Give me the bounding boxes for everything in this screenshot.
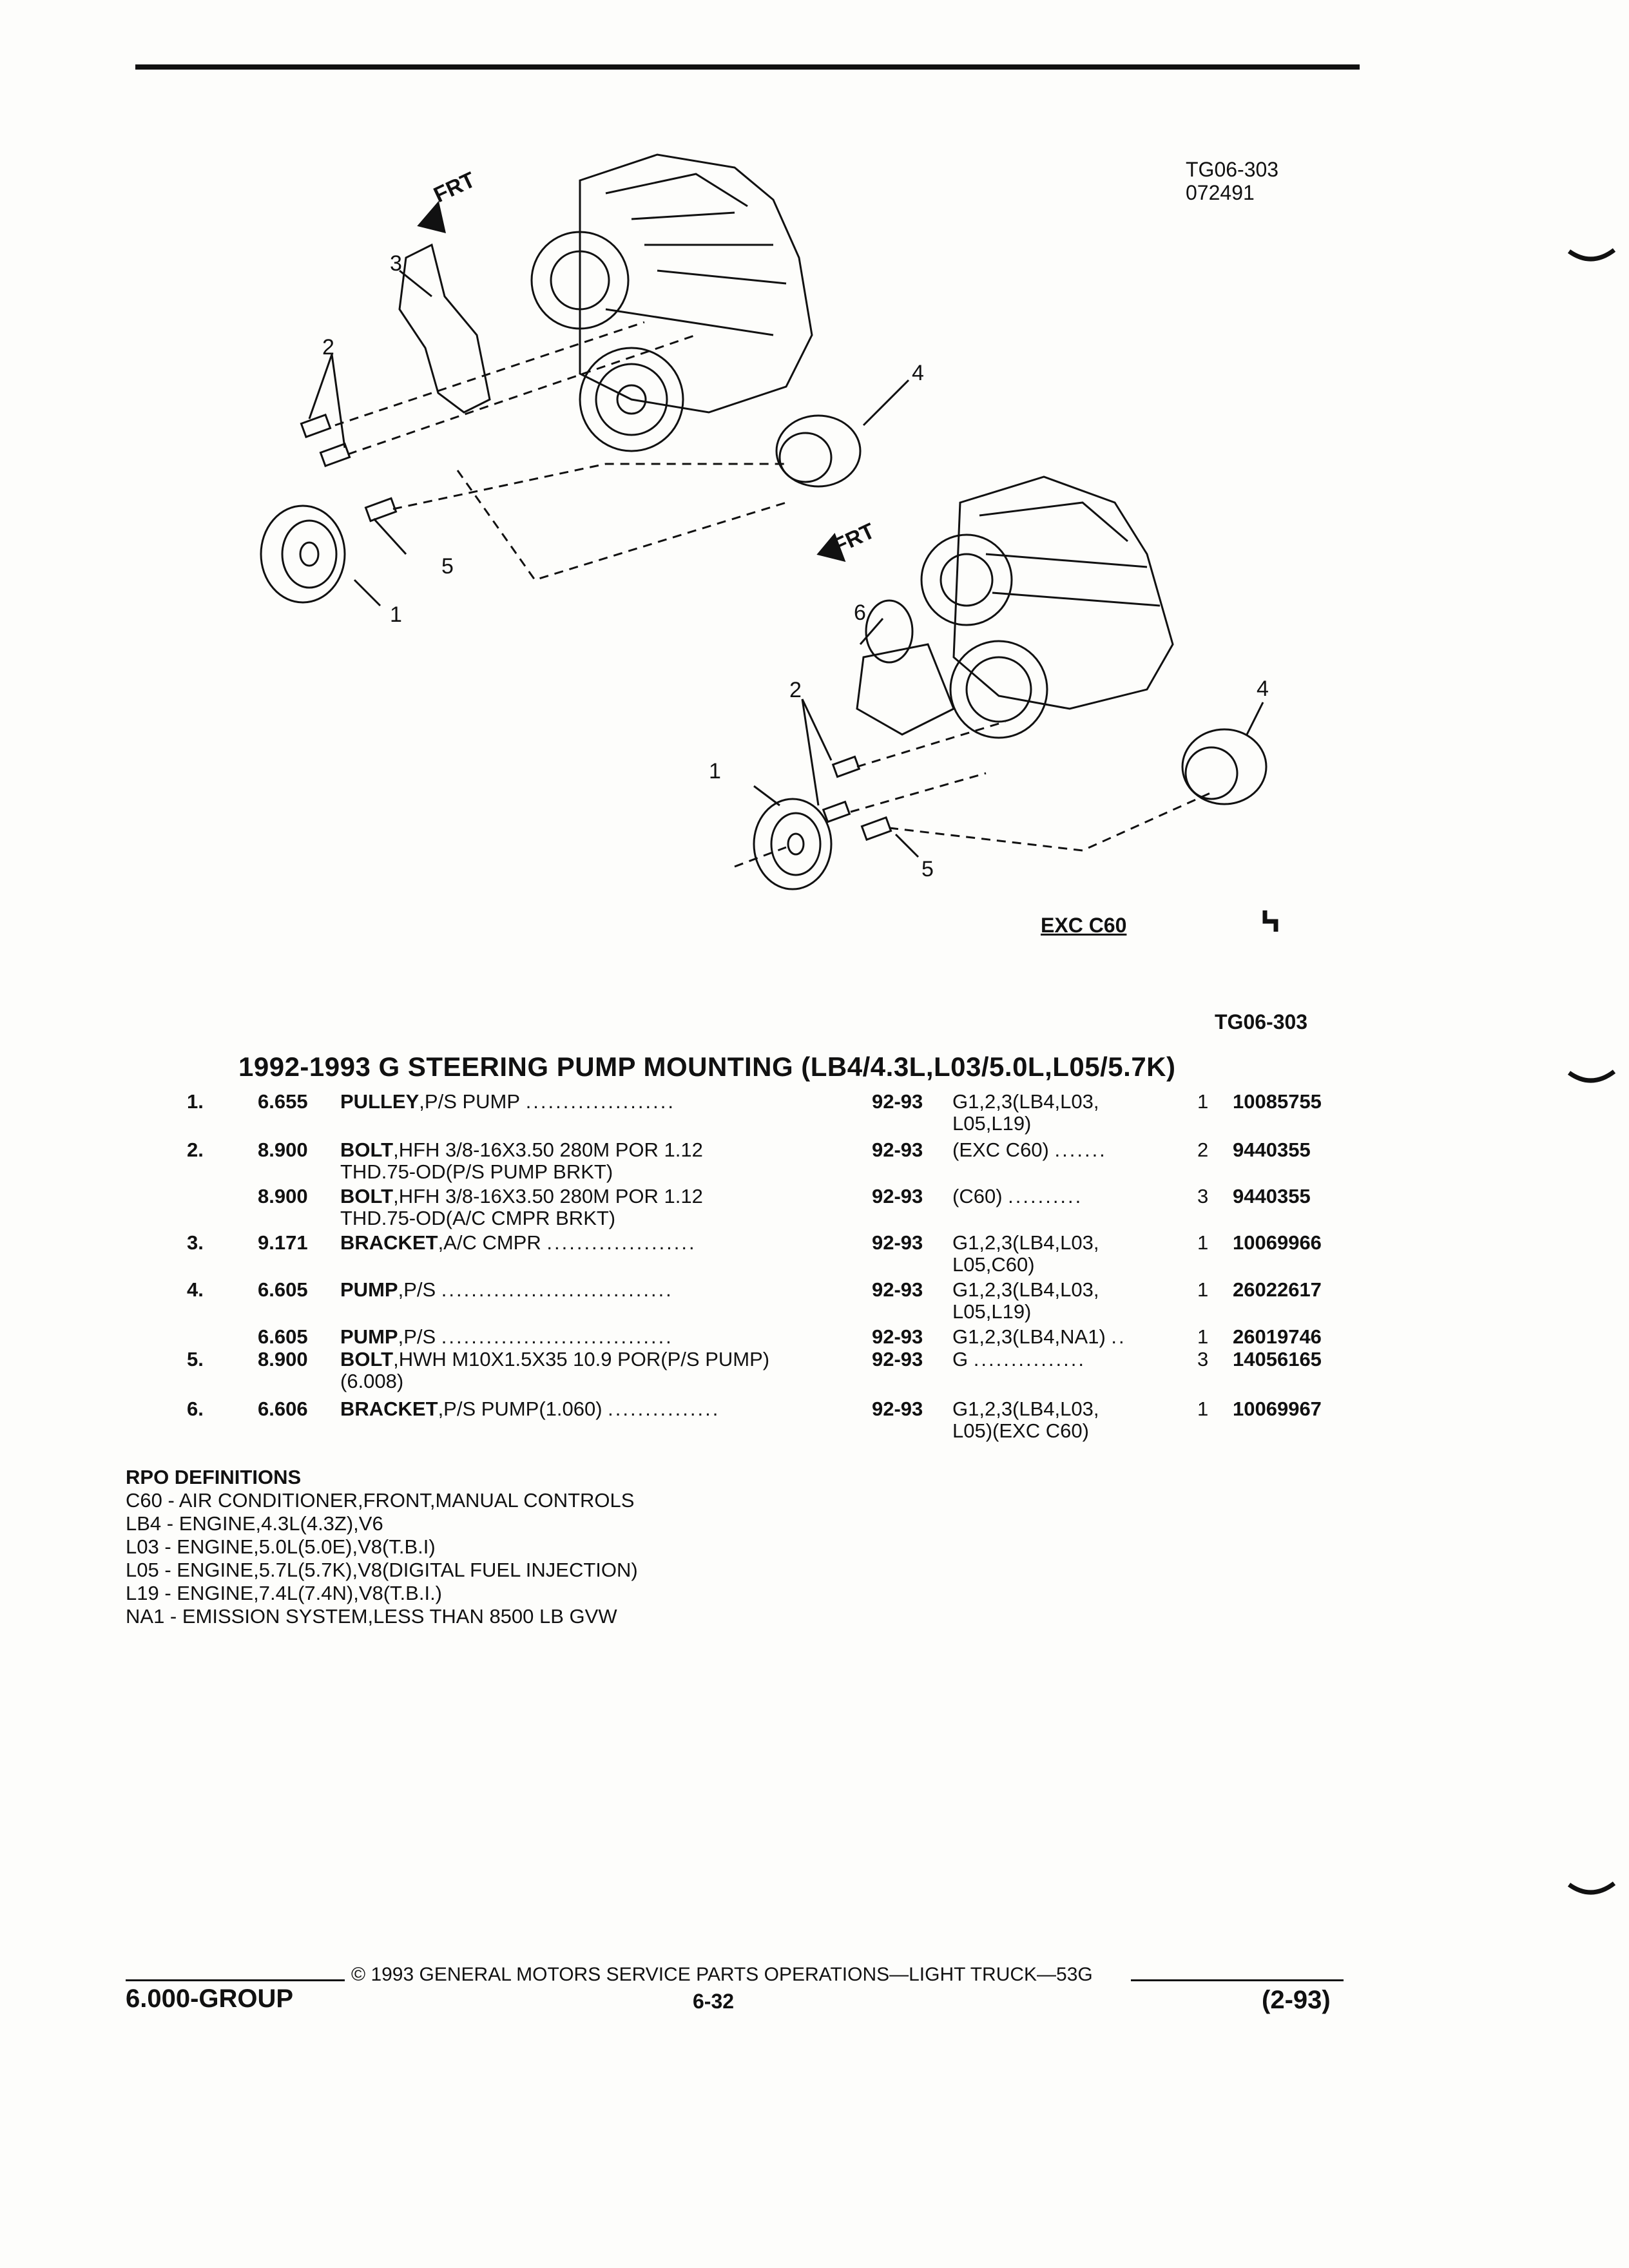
- compressor-lower: [920, 533, 1013, 626]
- illustration-id: TG06-303: [1186, 158, 1279, 181]
- callout-1-upper: 1: [390, 602, 402, 627]
- bracket-3-upper: [398, 243, 491, 414]
- rpo-item: NA1 - EMISSION SYSTEM,LESS THAN 8500 LB …: [126, 1605, 617, 1628]
- pump-4-lower: [1181, 728, 1268, 805]
- rpo-item: L03 - ENGINE,5.0L(5.0E),V8(T.B.I): [126, 1535, 436, 1558]
- crank-pulley-lower: [949, 640, 1048, 739]
- rpo-item: LB4 - ENGINE,4.3L(4.3Z),V6: [126, 1512, 383, 1535]
- illustration-id-block: TG06-303 072491: [1186, 158, 1278, 204]
- bracket-6-lower: [865, 599, 914, 664]
- illustration-ref: TG06-303: [1215, 1010, 1308, 1033]
- exc-c60-label: EXC C60: [1041, 914, 1127, 937]
- illustration-date: 072491: [1186, 181, 1255, 204]
- footer-copyright: © 1993 GENERAL MOTORS SERVICE PARTS OPER…: [351, 1964, 1093, 1985]
- frt-arrow-upper: [417, 200, 446, 234]
- callout-4-upper: 4: [912, 361, 924, 385]
- footer-rule-right: [1131, 1979, 1344, 1981]
- callout-4-lower: 4: [1257, 677, 1269, 701]
- exploded-diagram: FRT FRT 3 2 4 5 1 6 2 1 4 5: [260, 153, 1269, 890]
- rpo-item: L05 - ENGINE,5.7L(5.7K),V8(DIGITAL FUEL …: [126, 1559, 638, 1581]
- callout-2-lower: 2: [789, 678, 802, 702]
- margin-mark-icon: [1567, 248, 1616, 262]
- frt-label-upper: FRT: [430, 168, 479, 207]
- rpo-heading: RPO DEFINITIONS: [126, 1466, 302, 1488]
- rpo-item: L19 - ENGINE,7.4L(7.4N),V8(T.B.I.): [126, 1582, 443, 1604]
- compressor-upper: [530, 231, 630, 330]
- margin-mark-icon: [1567, 1070, 1616, 1083]
- section-title: 1992-1993 G STEERING PUMP MOUNTING (LB4/…: [238, 1052, 1176, 1082]
- frt-arrow-lower: [816, 533, 846, 562]
- top-rule: [135, 64, 1360, 70]
- callout-5-lower: 5: [921, 857, 934, 881]
- frt-label-lower: FRT: [829, 519, 878, 559]
- pulley-1-lower: [753, 798, 833, 890]
- rpo-item: C60 - AIR CONDITIONER,FRONT,MANUAL CONTR…: [126, 1489, 635, 1512]
- engine-block-lower: [952, 476, 1174, 710]
- rpo-definitions: RPO DEFINITIONS C60 - AIR CONDITIONER,FR…: [126, 1466, 638, 1628]
- footer-page-number: 6-32: [693, 1990, 735, 2013]
- callout-5-upper: 5: [441, 554, 454, 579]
- callout-2-upper: 2: [322, 335, 334, 360]
- callout-1-lower: 1: [709, 759, 721, 783]
- margin-mark-icon: [1567, 1881, 1616, 1895]
- footer-rule-left: [126, 1979, 345, 1981]
- continuation-mark-icon: [1262, 910, 1278, 932]
- pump-4-upper: [775, 414, 862, 488]
- footer-date: (2-93): [1262, 1986, 1331, 2014]
- callout-6-lower: 6: [854, 601, 866, 625]
- engine-block-upper: [579, 153, 813, 414]
- footer-group: 6.000-GROUP: [126, 1984, 294, 2013]
- crank-pulley-upper: [579, 347, 684, 452]
- callout-3-upper: 3: [390, 251, 402, 276]
- pulley-1-upper: [260, 505, 346, 604]
